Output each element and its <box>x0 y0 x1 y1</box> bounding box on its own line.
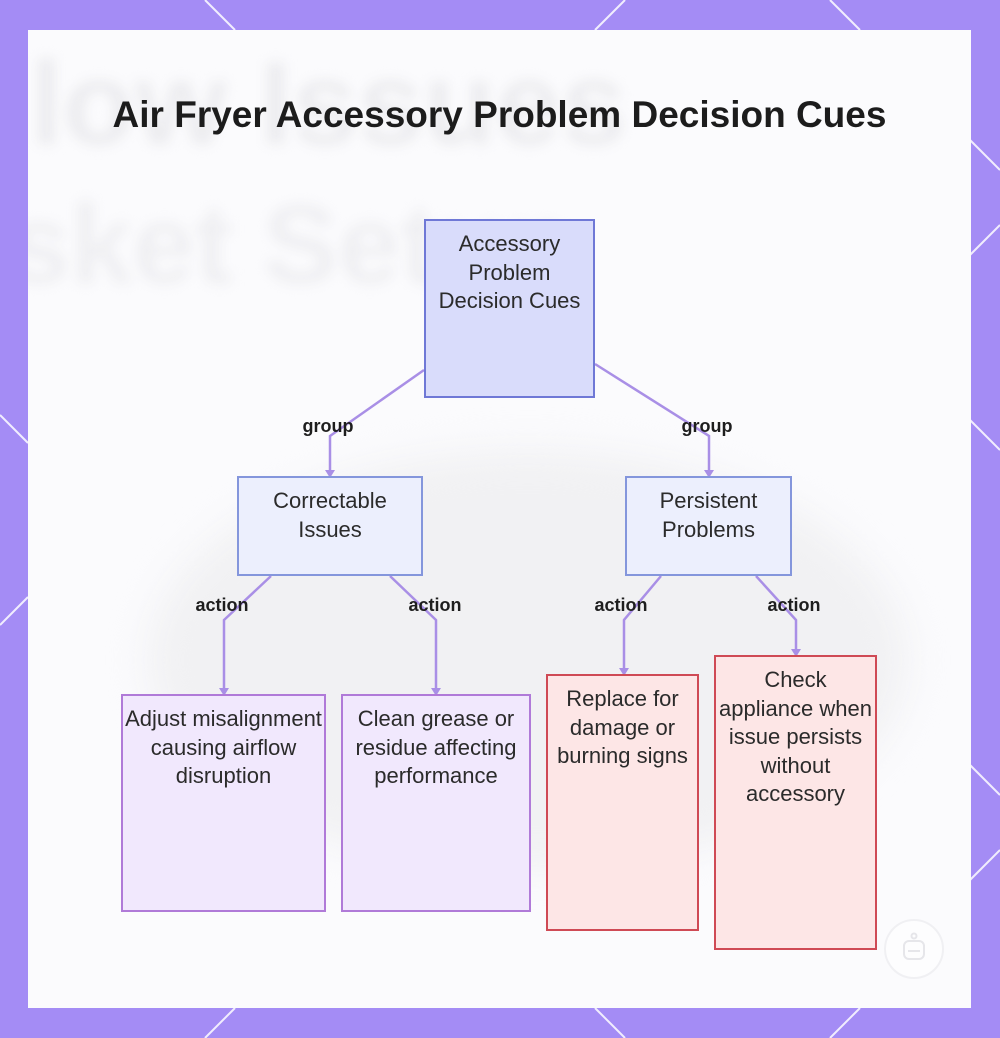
node-clean-grease: Clean grease or residue affecting perfor… <box>341 694 531 912</box>
diagram-title: Air Fryer Accessory Problem Decision Cue… <box>112 94 887 135</box>
chat-bot-logo-icon <box>884 919 944 979</box>
diagram-card: low Issues sket Setup Air Fryer Accessor… <box>28 30 971 1008</box>
node-adjust-misalignment: Adjust misalignment causing airflow disr… <box>121 694 326 912</box>
node-persistent-problems: Persistent Problems <box>625 476 792 576</box>
edge-root-correctable <box>328 368 425 476</box>
edge-label-action-replace: action <box>594 595 648 615</box>
node-root: Accessory Problem Decision Cues <box>424 219 595 398</box>
edge-persistent-check <box>755 575 798 655</box>
edge-label-group-right: group <box>681 416 733 436</box>
node-clean-label: Clean grease or residue affecting perfor… <box>355 706 517 788</box>
node-adjust-label: Adjust misalignment causing airflow disr… <box>125 706 322 788</box>
edge-label-group-left: group <box>302 416 354 436</box>
edge-label-action-check: action <box>767 595 821 615</box>
node-replace-label: Replace for damage or burning signs <box>557 686 688 768</box>
edge-correctable-adjust <box>222 575 272 694</box>
node-persistent-label: Persistent Problems <box>659 488 758 542</box>
node-correctable-issues: Correctable Issues <box>237 476 423 576</box>
edge-correctable-clean <box>389 575 438 694</box>
edge-persistent-replace <box>622 575 662 674</box>
diagram-edges <box>219 362 801 696</box>
background-text-1: low Issues <box>30 38 627 170</box>
node-root-label: Accessory Problem Decision Cues <box>438 231 581 313</box>
edge-root-persistent <box>594 362 711 476</box>
node-replace-damage: Replace for damage or burning signs <box>546 674 699 931</box>
edge-label-action-adjust: action <box>195 595 249 615</box>
node-check-appliance: Check appliance when issue persists with… <box>714 655 877 950</box>
node-correctable-label: Correctable Issues <box>273 488 387 542</box>
node-check-label: Check appliance when issue persists with… <box>719 667 872 806</box>
edge-label-action-clean: action <box>408 595 462 615</box>
